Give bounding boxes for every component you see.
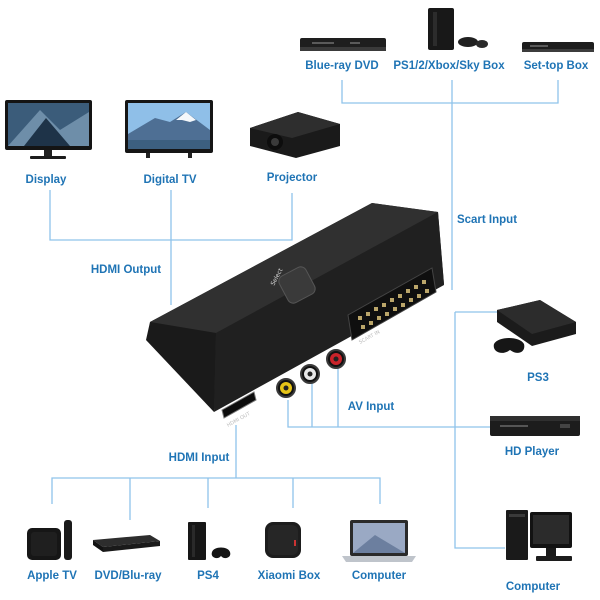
ps4-label: PS4 [197,570,219,582]
rca-yellow-jack [276,378,296,398]
ps3-label: PS3 [527,372,549,384]
digital-tv-device [125,100,213,158]
hd-player-device [490,416,580,436]
blu-ray-dvd-device [300,38,386,51]
xiaomi-box-label: Xiaomi Box [258,570,321,582]
apple-tv-label: Apple TV [27,570,77,582]
projector-label: Projector [267,172,318,184]
xiaomi-box-device [265,522,301,558]
blu-ray-dvd-label: Blue-ray DVD [305,60,379,72]
hd-player-label: HD Player [505,446,560,458]
playstation-console-device [428,8,488,50]
display-label: Display [26,174,68,186]
set-top-box-device [522,42,594,52]
av-computer-label: Computer [506,581,561,593]
rca-white-jack [300,364,320,384]
digital-tv-label: Digital TV [143,174,196,186]
ps3-console-device [493,300,576,353]
dvd-bluray-label: DVD/Blu-ray [94,570,162,582]
desktop-computer-device [506,510,572,561]
set-top-box-label: Set-top Box [524,60,589,72]
hdmi-computer-label: Computer [352,570,407,582]
connection-wires [49,80,559,549]
dvd-bluray-device [93,535,160,552]
ps4-console-device [188,522,231,560]
hdmi-output-label: HDMI Output [91,264,161,276]
laptop-computer-device [342,520,416,562]
ps-xbox-sky-label: PS1/2/Xbox/Sky Box [393,60,505,72]
scart-input-label: Scart Input [457,214,517,226]
apple-tv-device [27,520,72,560]
select-button [278,266,316,304]
rca-red-jack [326,349,346,369]
scart-hdmi-switch-box: Select SCART IN [146,203,444,429]
hdmi-input-label: HDMI Input [169,452,230,464]
display-monitor-device [5,100,92,159]
projector-device [250,112,340,158]
av-input-label: AV Input [348,401,395,413]
